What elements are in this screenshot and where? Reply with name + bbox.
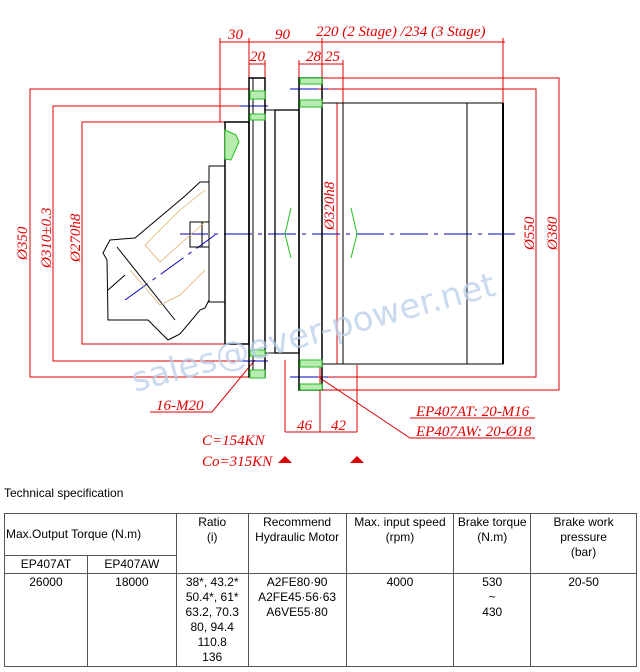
section-title: Technical specification (4, 486, 124, 500)
dim-diameter-550: Ø550 (522, 216, 538, 251)
ratio-line: 63.2, 70.3 (185, 605, 239, 619)
torque-aw: 18000 (86, 573, 177, 667)
dim-diameter-320: Ø320h8 (322, 181, 338, 231)
load-arrows (278, 456, 364, 463)
dim-28: 28 (306, 49, 322, 65)
ratio-line: 50.4*, 61* (185, 590, 239, 604)
dimension-lines (29, 38, 560, 439)
motor-internal-lines (129, 189, 206, 306)
dim-diameter-380: Ø380 (545, 216, 561, 251)
dim-42: 42 (331, 418, 347, 434)
subheader-ep407aw: EP407AW (86, 555, 177, 574)
dim-20: 20 (250, 49, 266, 65)
header-motor: Recommend Hydraulic Motor (247, 513, 347, 574)
watermark: sales@ever-power.net (127, 265, 500, 401)
technical-drawing: 30 90 220 (2 Stage) /234 (3 Stage) 20 28… (15, 24, 561, 470)
torque-at: 26000 (4, 573, 88, 667)
header-torque: Max.Output Torque (N.m) (4, 513, 177, 556)
ratio-line: 110.8 (197, 635, 227, 649)
arrow-marker-left (278, 456, 292, 463)
brake-torque-cell: 530 ~ 430 (453, 573, 532, 667)
header-brake-torque: Brake torque (N.m) (453, 513, 532, 574)
bolt-label: 16-M20 (156, 398, 204, 414)
brake-torque-line: 530 (482, 575, 503, 589)
header-speed: Max. input speed (rpm) (345, 513, 455, 574)
header-brake-pressure: Brake work pressure (bar) (530, 513, 637, 574)
ratio-cell: 38*, 43.2* 50.4*, 61* 63.2, 70.3 80, 94.… (175, 573, 249, 667)
arrow-marker-right (350, 456, 364, 463)
center-lines (124, 88, 515, 378)
subheader-ep407at: EP407AT (4, 555, 88, 574)
brake-torque-line: 430 (482, 605, 503, 619)
brake-pressure-cell: 20-50 (530, 573, 637, 667)
spec-table: Max.Output Torque (N.m) Ratio (i) Recomm… (4, 513, 637, 667)
motor-line: A6VE55·80 (266, 605, 328, 619)
load-c: C=154KN (202, 433, 266, 449)
ratio-line: 136 (202, 650, 223, 664)
dim-220-234: 220 (2 Stage) /234 (3 Stage) (316, 24, 486, 40)
seal-marks (284, 207, 358, 259)
ep407at-label: EP407AT: 20-M16 (415, 404, 530, 420)
ep407aw-label: EP407AW: 20-Ø18 (415, 424, 532, 440)
header-ratio: Ratio (i) (175, 513, 249, 574)
motor-cell: A2FE80·90 A2FE45·56·63 A6VE55·80 (247, 573, 347, 667)
ratio-line: 38*, 43.2* (185, 575, 239, 589)
dim-diameter-350: Ø350 (15, 226, 31, 261)
motor-line: A2FE80·90 (266, 575, 328, 589)
dim-90: 90 (275, 27, 291, 43)
motor-line: A2FE45·56·63 (258, 590, 337, 604)
dim-diameter-310: Ø310±0.3 (39, 208, 55, 269)
dim-46: 46 (297, 418, 313, 434)
hatched-sections (224, 77, 323, 391)
dim-30: 30 (227, 27, 244, 43)
dim-diameter-270: Ø270h8 (68, 213, 84, 263)
brake-torque-line: ~ (488, 590, 496, 604)
dim-25: 25 (325, 49, 341, 65)
speed-cell: 4000 (345, 573, 455, 667)
ratio-line: 80, 94.4 (190, 620, 234, 634)
load-co: Co=315KN (202, 454, 273, 470)
